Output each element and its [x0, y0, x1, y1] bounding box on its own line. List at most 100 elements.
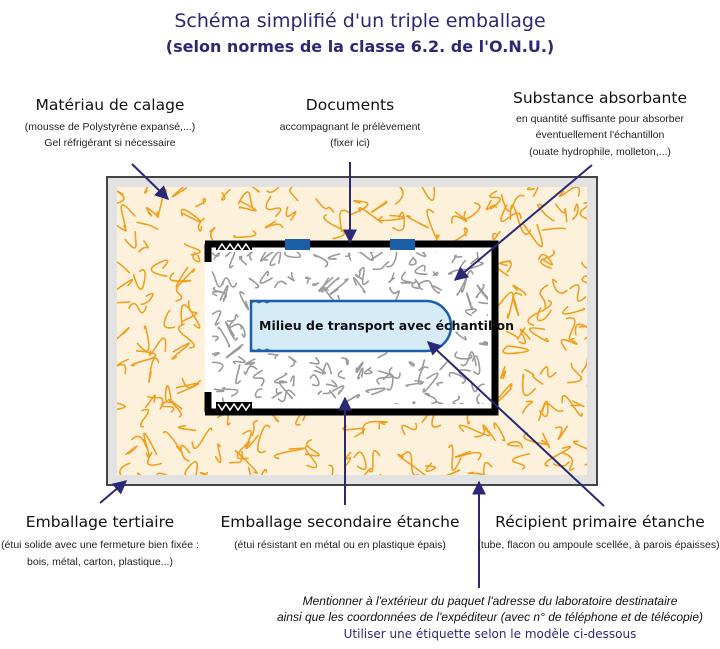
texture-squiggle	[309, 356, 320, 365]
texture-squiggle	[226, 314, 239, 322]
texture-squiggle	[284, 252, 302, 259]
texture-squiggle	[212, 310, 222, 326]
texture-squiggle	[117, 190, 125, 204]
svg-text:(tube, flacon ou ampoule scell: (tube, flacon ou ampoule scellée, à paro…	[477, 539, 720, 551]
texture-squiggle	[558, 187, 581, 198]
texture-squiggle	[463, 202, 481, 220]
texture-squiggle	[150, 259, 169, 277]
texture-squiggle	[470, 380, 485, 393]
texture-squiggle	[195, 197, 207, 208]
texture-squiggle	[274, 280, 288, 289]
cushioning-texture	[117, 187, 587, 475]
texture-squiggle	[320, 277, 340, 293]
texture-squiggle	[234, 449, 258, 475]
texture-squiggle	[289, 187, 299, 202]
texture-squiggle	[212, 270, 224, 288]
texture-squiggle	[541, 227, 567, 231]
texture-squiggle	[386, 252, 398, 268]
texture-squiggle	[505, 327, 526, 340]
texture-squiggle	[312, 282, 320, 287]
texture-squiggle	[475, 283, 485, 299]
texture-squiggle	[322, 389, 337, 399]
texture-squiggle	[167, 398, 183, 418]
texture-squiggle	[117, 224, 127, 232]
texture-squiggle	[212, 286, 228, 300]
texture-squiggle	[579, 202, 587, 220]
texture-squiggle	[220, 188, 231, 201]
texture-squiggle	[328, 464, 334, 475]
texture-squiggle	[540, 432, 551, 449]
texture-squiggle	[460, 270, 474, 293]
svg-text:Récipient primaire étanche: Récipient primaire étanche	[495, 513, 705, 531]
texture-squiggle	[343, 451, 352, 467]
texture-squiggle	[328, 278, 349, 296]
texture-squiggle	[124, 230, 137, 249]
svg-text:ainsi que les coordonnées de l: ainsi que les coordonnées de l'expéditeu…	[277, 610, 703, 624]
texture-squiggle	[536, 307, 552, 322]
texture-squiggle	[136, 325, 150, 352]
texture-squiggle	[509, 204, 532, 236]
texture-squiggle	[526, 187, 539, 197]
texture-squiggle	[411, 401, 416, 404]
texture-squiggle	[401, 422, 418, 436]
label-primaire: Récipient primaire étanche (tube, flacon…	[477, 513, 720, 551]
texture-squiggle	[417, 279, 433, 291]
texture-squiggle	[561, 394, 583, 417]
texture-squiggle	[394, 187, 404, 205]
label-absorbante: Substance absorbante en quantité suffisa…	[513, 89, 687, 158]
texture-squiggle	[439, 361, 448, 371]
texture-squiggle	[422, 372, 439, 393]
texture-squiggle	[476, 284, 488, 300]
texture-squiggle	[265, 195, 282, 217]
texture-squiggle	[257, 424, 271, 454]
texture-squiggle	[156, 472, 168, 475]
svg-text:(mousse de Polystyrène expansé: (mousse de Polystyrène expansé,...)	[25, 121, 195, 133]
arrow-absorbante	[453, 164, 593, 281]
texture-squiggle	[455, 331, 467, 341]
texture-squiggle	[117, 261, 131, 274]
absorbent-texture	[212, 252, 488, 404]
texture-squiggle	[506, 440, 524, 449]
texture-squiggle	[376, 370, 394, 385]
texture-squiggle	[264, 220, 284, 229]
texture-squiggle	[538, 253, 553, 266]
texture-squiggle	[140, 292, 154, 306]
svg-text:en quantité suffisante pour ab: en quantité suffisante pour absorber	[516, 113, 684, 125]
texture-squiggle	[212, 252, 221, 260]
texture-squiggle	[452, 227, 468, 243]
texture-squiggle	[213, 388, 225, 393]
texture-squiggle	[492, 230, 501, 241]
texture-squiggle	[451, 254, 463, 264]
texture-squiggle	[148, 337, 167, 356]
texture-squiggle	[569, 283, 587, 302]
texture-squiggle	[289, 375, 295, 387]
svg-text:éventuellement l'échantillon: éventuellement l'échantillon	[536, 129, 665, 141]
svg-text:(fixer ici): (fixer ici)	[330, 137, 370, 149]
svg-text:(ouate hydrophile, molleton,..: (ouate hydrophile, molleton,...)	[529, 146, 671, 158]
texture-squiggle	[476, 393, 484, 404]
texture-squiggle	[225, 252, 236, 269]
texture-squiggle	[459, 402, 465, 404]
texture-squiggle	[259, 270, 273, 284]
texture-squiggle	[278, 380, 294, 400]
texture-squiggle	[358, 266, 370, 286]
texture-squiggle	[244, 358, 256, 366]
texture-squiggle	[512, 284, 527, 296]
texture-squiggle	[357, 252, 374, 262]
texture-squiggle	[448, 371, 467, 384]
texture-squiggle	[528, 327, 549, 343]
texture-squiggle	[180, 208, 202, 223]
texture-squiggle	[146, 395, 164, 410]
svg-text:Emballage tertiaire: Emballage tertiaire	[26, 513, 174, 531]
texture-squiggle	[337, 370, 346, 380]
texture-squiggle	[570, 400, 585, 408]
texture-squiggle	[571, 203, 579, 221]
texture-squiggle	[184, 243, 201, 256]
texture-squiggle	[378, 214, 405, 222]
texture-squiggle	[192, 251, 201, 263]
texture-squiggle	[436, 381, 443, 387]
texture-squiggle	[214, 443, 222, 464]
texture-squiggle	[138, 240, 149, 253]
texture-squiggle	[500, 204, 522, 223]
